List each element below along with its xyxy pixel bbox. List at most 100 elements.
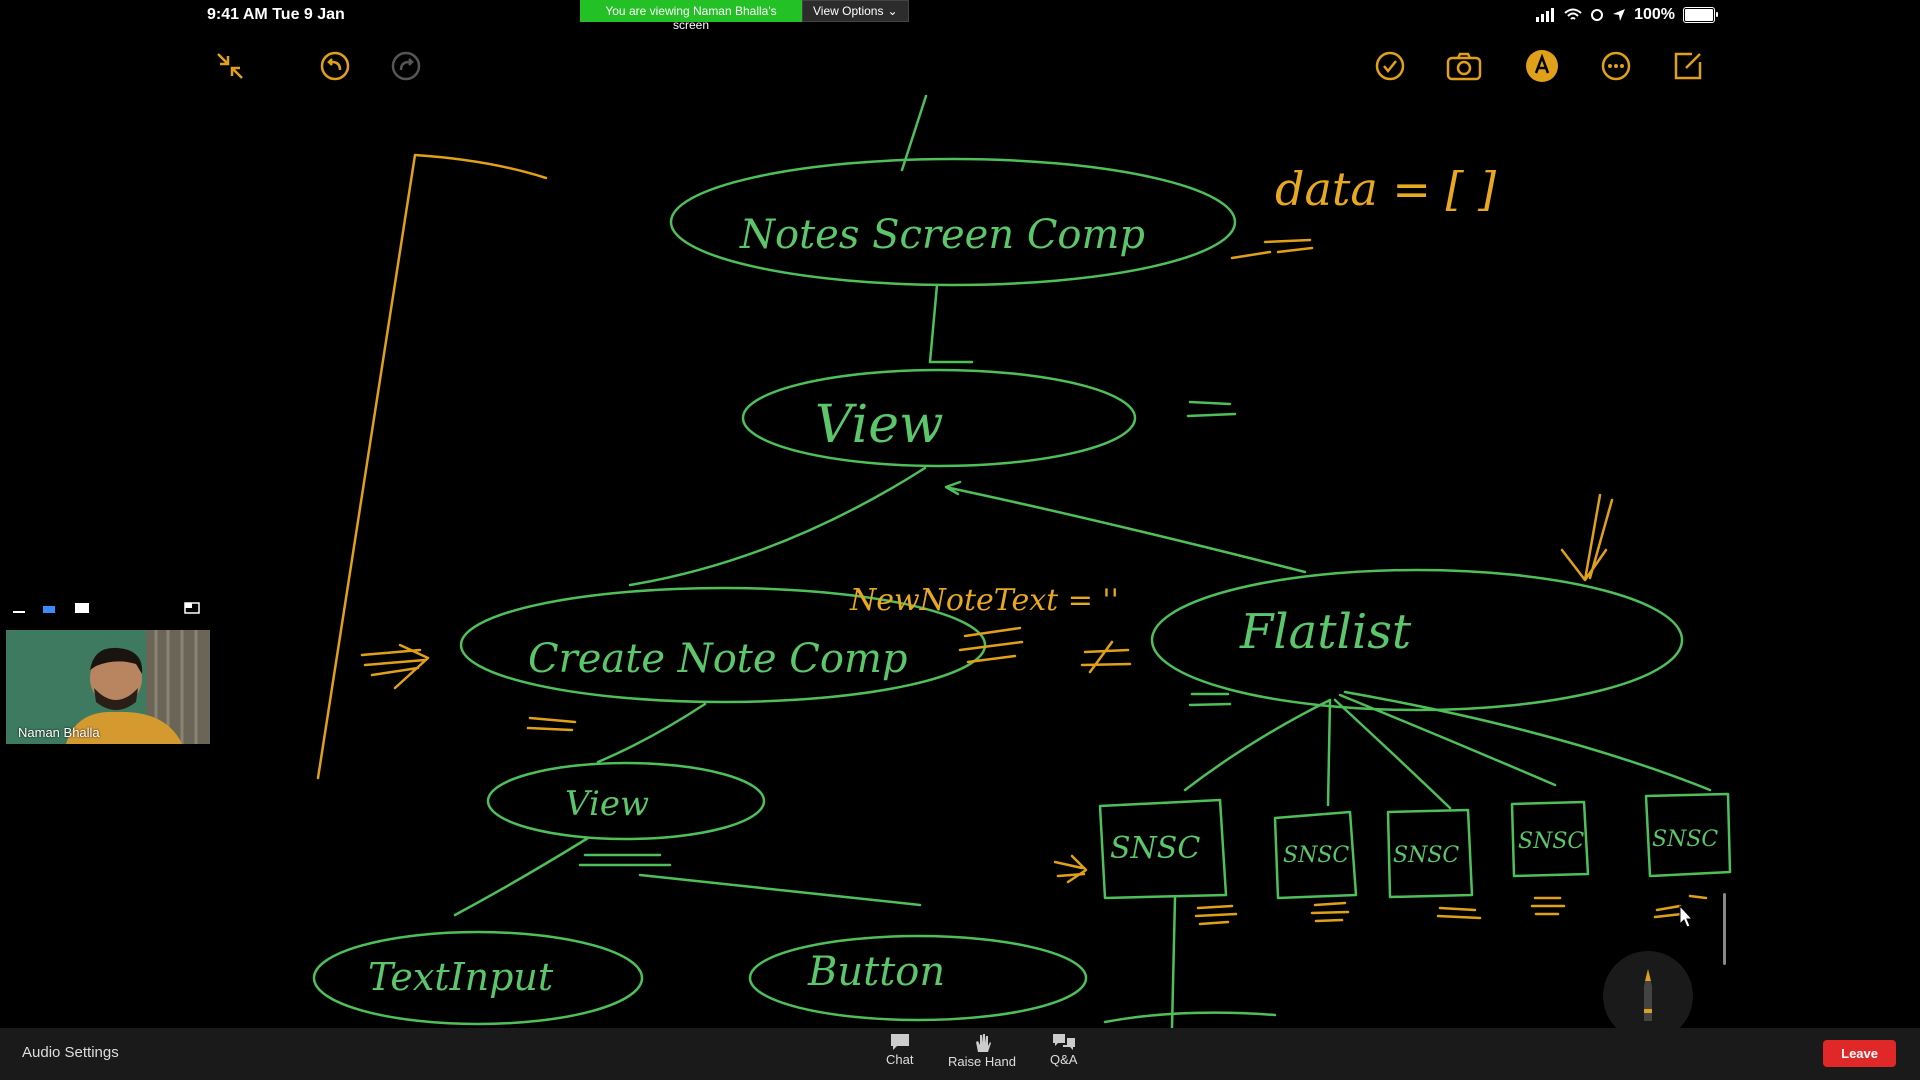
video-tile-controls xyxy=(0,598,212,618)
equals-mark-create xyxy=(526,716,577,732)
edge-flatlist-to-snsc-1 xyxy=(1183,698,1332,792)
cellular-signal-icon xyxy=(1536,8,1555,22)
node-view-inner xyxy=(486,761,766,841)
mouse-cursor-icon xyxy=(1679,904,1694,928)
pen-markup-icon xyxy=(1526,50,1558,82)
node-snsc-1-label: SNSC xyxy=(1110,831,1200,866)
node-flatlist-label: Flatlist xyxy=(1239,604,1412,660)
chat-button[interactable]: Chat xyxy=(886,1032,913,1067)
edge-view-to-button xyxy=(638,873,922,907)
edge-view-to-textinput xyxy=(453,836,590,917)
exit-pip-button[interactable] xyxy=(184,601,200,620)
equals-mark-inner-view xyxy=(578,853,672,867)
node-snsc-4 xyxy=(1510,800,1590,878)
share-banner-message: You are viewing Naman Bhalla's screen xyxy=(580,0,802,32)
raise-hand-button[interactable]: Raise Hand xyxy=(948,1032,1016,1069)
redo-button[interactable] xyxy=(388,48,424,84)
edge-create-to-inner-view xyxy=(596,702,707,764)
node-notes-screen-label: Notes Screen Comp xyxy=(739,212,1145,258)
equals-mark-data xyxy=(1230,238,1314,260)
chat-icon xyxy=(890,1034,909,1050)
node-snsc-1 xyxy=(1098,798,1228,900)
not-equal-mark xyxy=(1080,640,1132,674)
equals-mark-view xyxy=(1186,400,1237,418)
edge-flatlist-to-view xyxy=(944,480,1307,574)
meeting-control-bar: Audio Settings Chat Raise Hand Q&A Leave xyxy=(0,1028,1920,1080)
checkmark-icon xyxy=(1375,51,1405,81)
collapse-icon xyxy=(217,53,243,79)
node-view-top-label: View xyxy=(815,395,944,455)
arrow-to-snsc-1 xyxy=(1053,854,1088,884)
whiteboard-canvas[interactable]: Notes Screen Comp data = [ ] View Create… xyxy=(0,0,1920,1028)
view-options-button[interactable]: View Options ⌄ xyxy=(802,0,909,22)
node-textinput xyxy=(312,930,644,1026)
hand-icon xyxy=(975,1034,991,1052)
speaker-view-icon xyxy=(43,606,55,613)
node-snsc-2-label: SNSC xyxy=(1283,843,1349,868)
compose-button[interactable] xyxy=(1670,48,1706,84)
node-flatlist xyxy=(1150,568,1684,712)
pencil-icon xyxy=(1644,969,1652,1021)
arrow-to-flatlist xyxy=(1560,493,1614,582)
edge-root-to-notes xyxy=(900,94,928,172)
pencil-tool-button[interactable] xyxy=(1603,951,1693,1041)
thumbnail-view-button[interactable] xyxy=(74,601,90,620)
node-button xyxy=(748,934,1088,1022)
participant-video-tile[interactable]: Naman Bhalla xyxy=(4,628,212,746)
equals-mark-flatlist xyxy=(1188,692,1232,707)
node-partial-bottom xyxy=(1103,1011,1277,1024)
chevron-down-icon: ⌄ xyxy=(887,4,898,18)
edge-flatlist-to-snsc-5 xyxy=(1343,690,1712,792)
scroll-indicator[interactable] xyxy=(1723,893,1726,965)
equals-mark-snsc-4 xyxy=(1530,896,1566,916)
node-snsc-2 xyxy=(1273,810,1358,900)
annotation-data-state: data = [ ] xyxy=(1275,162,1496,216)
thumbnail-icon xyxy=(75,603,89,613)
node-snsc-3 xyxy=(1386,808,1474,899)
edge-notes-to-view xyxy=(928,283,974,364)
edge-flatlist-to-snsc-2 xyxy=(1326,698,1332,807)
qa-icon xyxy=(1052,1034,1075,1050)
node-view-top xyxy=(741,368,1137,468)
battery-percent: 100% xyxy=(1634,6,1675,23)
minimize-icon xyxy=(13,611,25,613)
undo-button[interactable] xyxy=(317,48,353,84)
equals-mark-snsc-3 xyxy=(1436,906,1482,920)
done-button[interactable] xyxy=(1372,48,1408,84)
wifi-icon xyxy=(1564,8,1582,20)
equals-mark-snsc-2 xyxy=(1310,901,1350,923)
status-indicators: 100% xyxy=(1536,6,1718,24)
node-button-label: Button xyxy=(807,949,945,995)
qa-button[interactable]: Q&A xyxy=(1050,1032,1077,1067)
redo-icon xyxy=(391,51,421,81)
screen-share-banner: You are viewing Naman Bhalla's screen Vi… xyxy=(580,0,909,32)
leave-button[interactable]: Leave xyxy=(1823,1040,1896,1067)
node-textinput-label: TextInput xyxy=(368,955,554,999)
location-icon xyxy=(1613,9,1626,21)
status-time: 9:41 AM Tue 9 Jan xyxy=(207,6,345,23)
node-create-note-label: Create Note Comp xyxy=(528,636,907,682)
audio-settings-button[interactable]: Audio Settings xyxy=(22,1044,119,1061)
qa-label: Q&A xyxy=(1050,1052,1078,1067)
ios-status-bar: 9:41 AM Tue 9 Jan 100% xyxy=(0,0,1920,30)
node-notes-screen xyxy=(669,157,1237,287)
more-button[interactable] xyxy=(1598,48,1634,84)
node-snsc-5 xyxy=(1644,792,1732,878)
node-snsc-3-label: SNSC xyxy=(1393,843,1459,868)
edge-flatlist-to-snsc-4 xyxy=(1338,693,1557,787)
gallery-view-button[interactable] xyxy=(42,601,56,620)
equals-mark-snsc-5 xyxy=(1653,894,1708,919)
markup-button[interactable] xyxy=(1524,48,1560,84)
minimize-video-button[interactable] xyxy=(12,601,26,620)
screen-lock-icon xyxy=(1591,9,1604,21)
view-options-label: View Options xyxy=(813,4,884,18)
edge-flatlist-to-snsc-3 xyxy=(1333,698,1452,810)
camera-button[interactable] xyxy=(1446,48,1482,84)
edge-snsc-1-down xyxy=(1170,896,1177,1028)
participant-video-feed xyxy=(6,630,210,744)
exit-pip-icon xyxy=(184,602,200,614)
edge-view-to-create xyxy=(628,466,927,587)
equals-mark-snsc-1 xyxy=(1194,904,1238,926)
battery-icon xyxy=(1683,7,1718,23)
collapse-button[interactable] xyxy=(212,48,248,84)
